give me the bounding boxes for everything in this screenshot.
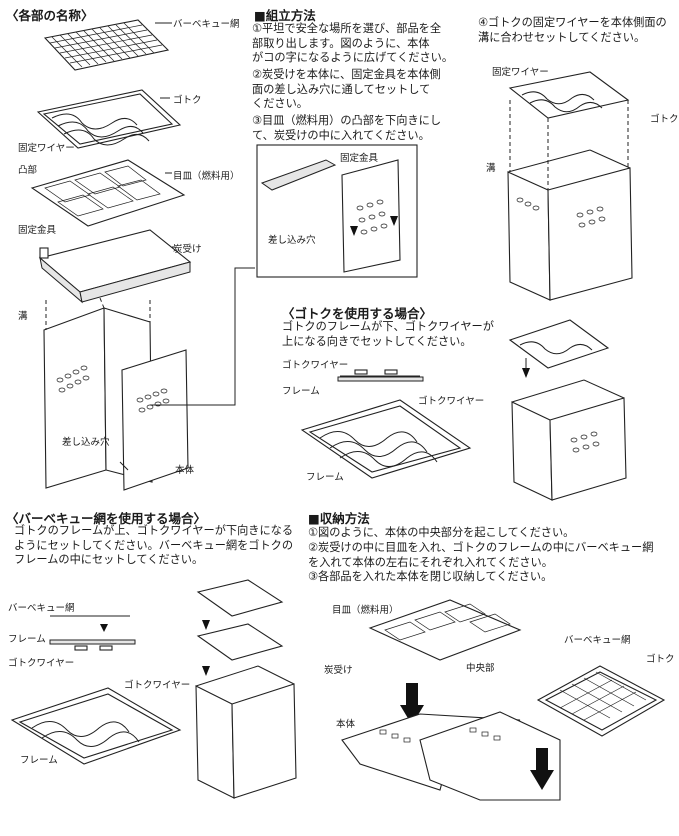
storage-label-gotoku: ゴトク <box>646 654 675 665</box>
parts-label-fixing-wire: 固定ワイヤー <box>18 143 75 154</box>
detail-label-insertion-hole: 差し込み穴 <box>268 235 316 246</box>
assembly-step1: ①平坦で安全な場所を選び、部品を全 部取り出します。図のように、本体 がコの字に… <box>252 22 454 64</box>
detail-label-fixing-bracket: 固定金具 <box>340 153 379 164</box>
gotoku-use-drawing <box>300 319 627 501</box>
gotoku-use-text: ゴトクのフレームが下、ゴトクワイヤーが 上になる向きでセットしてください。 <box>282 320 494 348</box>
parts-label-groove: 溝 <box>18 311 28 322</box>
storage-label-body: 本体 <box>336 719 356 730</box>
detail-zoom-drawing <box>256 144 418 278</box>
step4-label-gotoku: ゴトク <box>650 114 679 125</box>
gotoku-use-label-frame-bottom: フレーム <box>306 472 344 483</box>
bbq-use-label-wire-top: ゴトクワイヤー <box>8 658 75 669</box>
assembly-title: ■組立方法 <box>254 8 316 23</box>
parts-label-fixing-bracket: 固定金具 <box>18 225 57 236</box>
parts-label-ash-tray: 炭受け <box>173 244 202 255</box>
assembly-step4: ④ゴトクの固定ワイヤーを本体側面の 溝に合わせセットしてください。 <box>478 16 667 44</box>
assembly-step2: ②炭受けを本体に、固定金具を本体側 面の差し込み穴に通してセットして ください。 <box>252 68 441 110</box>
step4-label-groove: 溝 <box>486 163 496 174</box>
grate-drawing <box>30 159 186 227</box>
storage-step3: ③各部品を入れた本体を閉じ収納してください。 <box>308 570 553 583</box>
bbq-net-drawing <box>43 19 172 71</box>
body-drawing <box>43 267 255 491</box>
bbq-use-label-wire-bottom: ゴトクワイヤー <box>124 680 191 691</box>
storage-step1: ①図のように、本体の中央部分を起こしてください。 <box>308 526 575 539</box>
storage-step2: ②炭受けの中に目皿を入れ、ゴトクのフレームの中にバーベキュー網 を入れて本体の左… <box>308 541 654 569</box>
storage-drawing <box>341 599 666 801</box>
parts-label-gotoku: ゴトク <box>173 95 202 106</box>
storage-label-bbq-net: バーベキュー網 <box>564 635 631 646</box>
gotoku-use-label-frame-top: フレーム <box>282 386 320 397</box>
storage-title: ■収納方法 <box>308 511 370 526</box>
parts-label-insertion-hole: 差し込み穴 <box>62 437 110 448</box>
step4-label-fixing-wire: 固定ワイヤー <box>492 67 549 78</box>
parts-title: 〈各部の名称〉 <box>6 8 94 23</box>
gotoku-use-label-wire-bottom: ゴトクワイヤー <box>418 396 485 407</box>
parts-label-bbq-net: バーベキュー網 <box>173 19 240 30</box>
ash-tray-drawing <box>38 229 192 304</box>
bbq-use-title: 〈バーベキュー網を使用する場合〉 <box>6 511 207 526</box>
parts-label-grate: 目皿（燃料用） <box>173 171 240 182</box>
bbq-use-label-frame-bottom: フレーム <box>20 755 58 766</box>
step4-drawing <box>507 71 633 301</box>
bbq-use-label-frame-top: フレーム <box>8 634 46 645</box>
parts-label-convex: 凸部 <box>18 165 38 176</box>
storage-label-center: 中央部 <box>466 663 495 674</box>
bbq-use-label-net: バーベキュー網 <box>8 603 75 614</box>
storage-label-grate: 目皿（燃料用） <box>332 605 399 616</box>
parts-label-body: 本体 <box>175 465 195 476</box>
assembly-step3: ③目皿（燃料用）の凸部を下向きにし て、炭受けの中に入れてください。 <box>252 114 442 142</box>
bbq-use-drawing <box>10 579 297 799</box>
storage-label-ash-tray: 炭受け <box>324 665 353 676</box>
gotoku-use-label-wire-top: ゴトクワイヤー <box>282 360 349 371</box>
gotoku-drawing <box>36 89 182 149</box>
bbq-use-text: ゴトクのフレームが上、ゴトクワイヤーが下向きになる ようにセットしてください。バ… <box>14 524 294 566</box>
gotoku-use-title: 〈ゴトクを使用する場合〉 <box>282 306 433 321</box>
